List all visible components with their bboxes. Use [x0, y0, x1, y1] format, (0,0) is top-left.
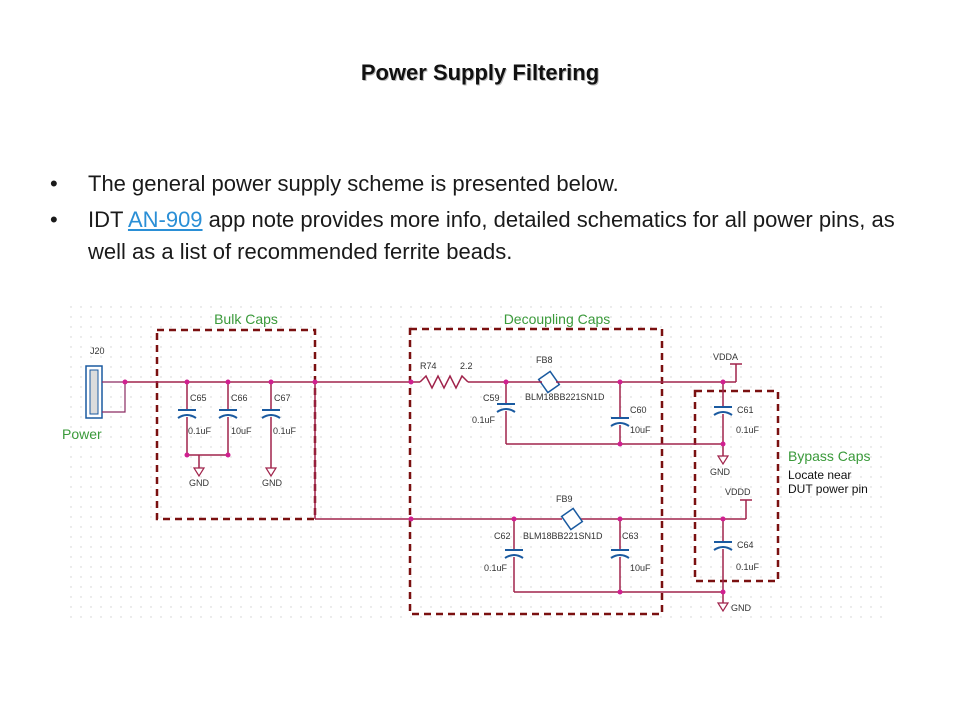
cap-c65: C65 0.1uF — [177, 382, 212, 455]
fb9-part: BLM18BB221SN1D — [523, 531, 603, 541]
gnd-label: GND — [731, 603, 752, 613]
cap-c59: C59 0.1uF — [472, 382, 516, 444]
fb9-ref: FB9 — [556, 494, 573, 504]
junction-nodes — [122, 379, 726, 595]
c67-value: 0.1uF — [273, 426, 297, 436]
c66-ref: C66 — [231, 393, 248, 403]
resistor-ref: R74 — [420, 361, 437, 371]
fb8-ref: FB8 — [536, 355, 553, 365]
gnd-label: GND — [262, 478, 283, 488]
c59-value: 0.1uF — [472, 415, 496, 425]
c61-ref: C61 — [737, 405, 754, 415]
decoupling-caps-box — [408, 327, 664, 616]
bypass-note-line1: Locate near — [788, 468, 851, 482]
bullet-dot: • — [50, 207, 58, 232]
gnd-symbol — [716, 455, 730, 466]
resistor-value: 2.2 — [460, 361, 473, 371]
c62-ref: C62 — [494, 531, 511, 541]
bullet-text: IDT AN-909 app note provides more info, … — [88, 204, 908, 268]
bullet-dot: • — [50, 171, 58, 196]
ferrite-bead-fb8 — [537, 370, 561, 394]
bullet-text: The general power supply scheme is prese… — [88, 171, 619, 196]
schematic-grid — [70, 306, 890, 626]
bypass-caps-label: Bypass Caps — [788, 448, 870, 464]
c62-value: 0.1uF — [484, 563, 508, 573]
cap-c66: C66 10uF — [218, 382, 252, 455]
cap-c62: C62 0.1uF — [484, 519, 524, 592]
c63-value: 10uF — [630, 563, 651, 573]
gnd-label: GND — [710, 467, 731, 477]
cap-c67: C67 0.1uF — [261, 382, 297, 468]
c65-ref: C65 — [190, 393, 207, 403]
an-909-link[interactable]: AN-909 — [127, 207, 203, 232]
vdda-label: VDDA — [713, 352, 738, 362]
power-connector: J20 Power — [62, 346, 126, 442]
c65-value: 0.1uF — [188, 426, 212, 436]
connector-label: Power — [62, 426, 102, 442]
slide-title: Power Supply Filtering — [360, 60, 600, 85]
resistor-r74 — [419, 374, 469, 390]
cap-c63: C63 10uF — [610, 519, 651, 592]
bypass-caps-box — [693, 389, 780, 583]
gnd-symbol — [716, 602, 730, 613]
gnd-symbol — [192, 467, 206, 478]
connector-ref: J20 — [90, 346, 105, 356]
ferrite-bead-fb9 — [560, 507, 584, 531]
c59-ref: C59 — [483, 393, 500, 403]
c60-value: 10uF — [630, 425, 651, 435]
gnd-label: GND — [189, 478, 210, 488]
c64-value: 0.1uF — [736, 562, 760, 572]
bypass-note-line2: DUT power pin — [788, 482, 868, 496]
c60-ref: C60 — [630, 405, 647, 415]
c64-ref: C64 — [737, 540, 754, 550]
c63-ref: C63 — [622, 531, 639, 541]
c66-value: 10uF — [231, 426, 252, 436]
c61-value: 0.1uF — [736, 425, 760, 435]
bullet-suffix: app note provides more info, detailed sc… — [88, 207, 895, 264]
cap-c60: C60 10uF — [610, 382, 651, 444]
vddd-label: VDDD — [725, 487, 751, 497]
cap-c61: C61 0.1uF — [713, 382, 760, 456]
gnd-symbol — [264, 467, 278, 478]
bulk-caps-label: Bulk Caps — [214, 311, 278, 327]
c67-ref: C67 — [274, 393, 291, 403]
bullet-prefix: IDT — [88, 207, 128, 232]
fb8-part: BLM18BB221SN1D — [525, 392, 605, 402]
decoupling-caps-label: Decoupling Caps — [504, 311, 611, 327]
